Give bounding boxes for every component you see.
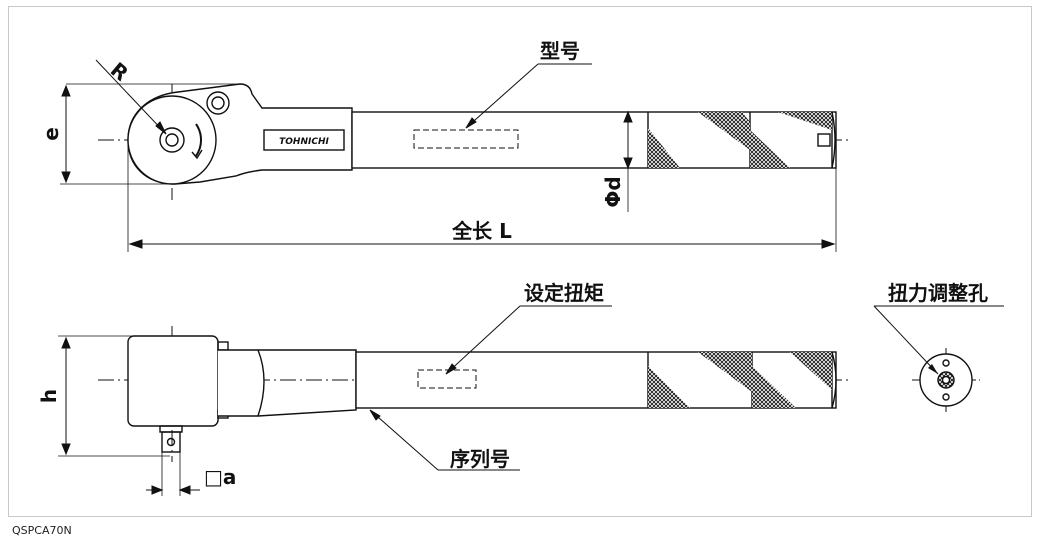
brand-label: TOHNICHI [279, 137, 329, 147]
knurl-grip-1 [648, 128, 680, 168]
side-view [98, 326, 852, 462]
top-view: TOHNICHI [98, 83, 852, 200]
square-drive-label: □a [204, 465, 236, 489]
radius-label: R [106, 57, 133, 85]
ratchet-knob [159, 127, 185, 153]
adjust-hole-label: 扭力调整孔 [888, 281, 988, 305]
release-button [206, 91, 230, 115]
serial-number-label: 序列号 [450, 447, 510, 471]
side-dimensions: h □a 设定扭矩 序列号 [37, 281, 612, 496]
diameter-label: Φd [601, 176, 625, 207]
torque-window [417, 369, 477, 389]
knurl-grip-2 [750, 130, 790, 168]
overall-length-label: 全长 L [451, 219, 512, 243]
model-number-label: 型号 [540, 39, 580, 63]
set-torque-label: 设定扭矩 [524, 281, 604, 305]
square-drive [159, 425, 183, 433]
drawing-frame [8, 6, 1032, 517]
side-head [127, 335, 219, 427]
height-e-label: e [39, 127, 63, 141]
model-caption: QSPCA70N [12, 524, 72, 537]
end-view: 扭力调整孔 [873, 281, 1004, 412]
model-window [413, 129, 519, 149]
height-h-label: h [37, 389, 61, 403]
